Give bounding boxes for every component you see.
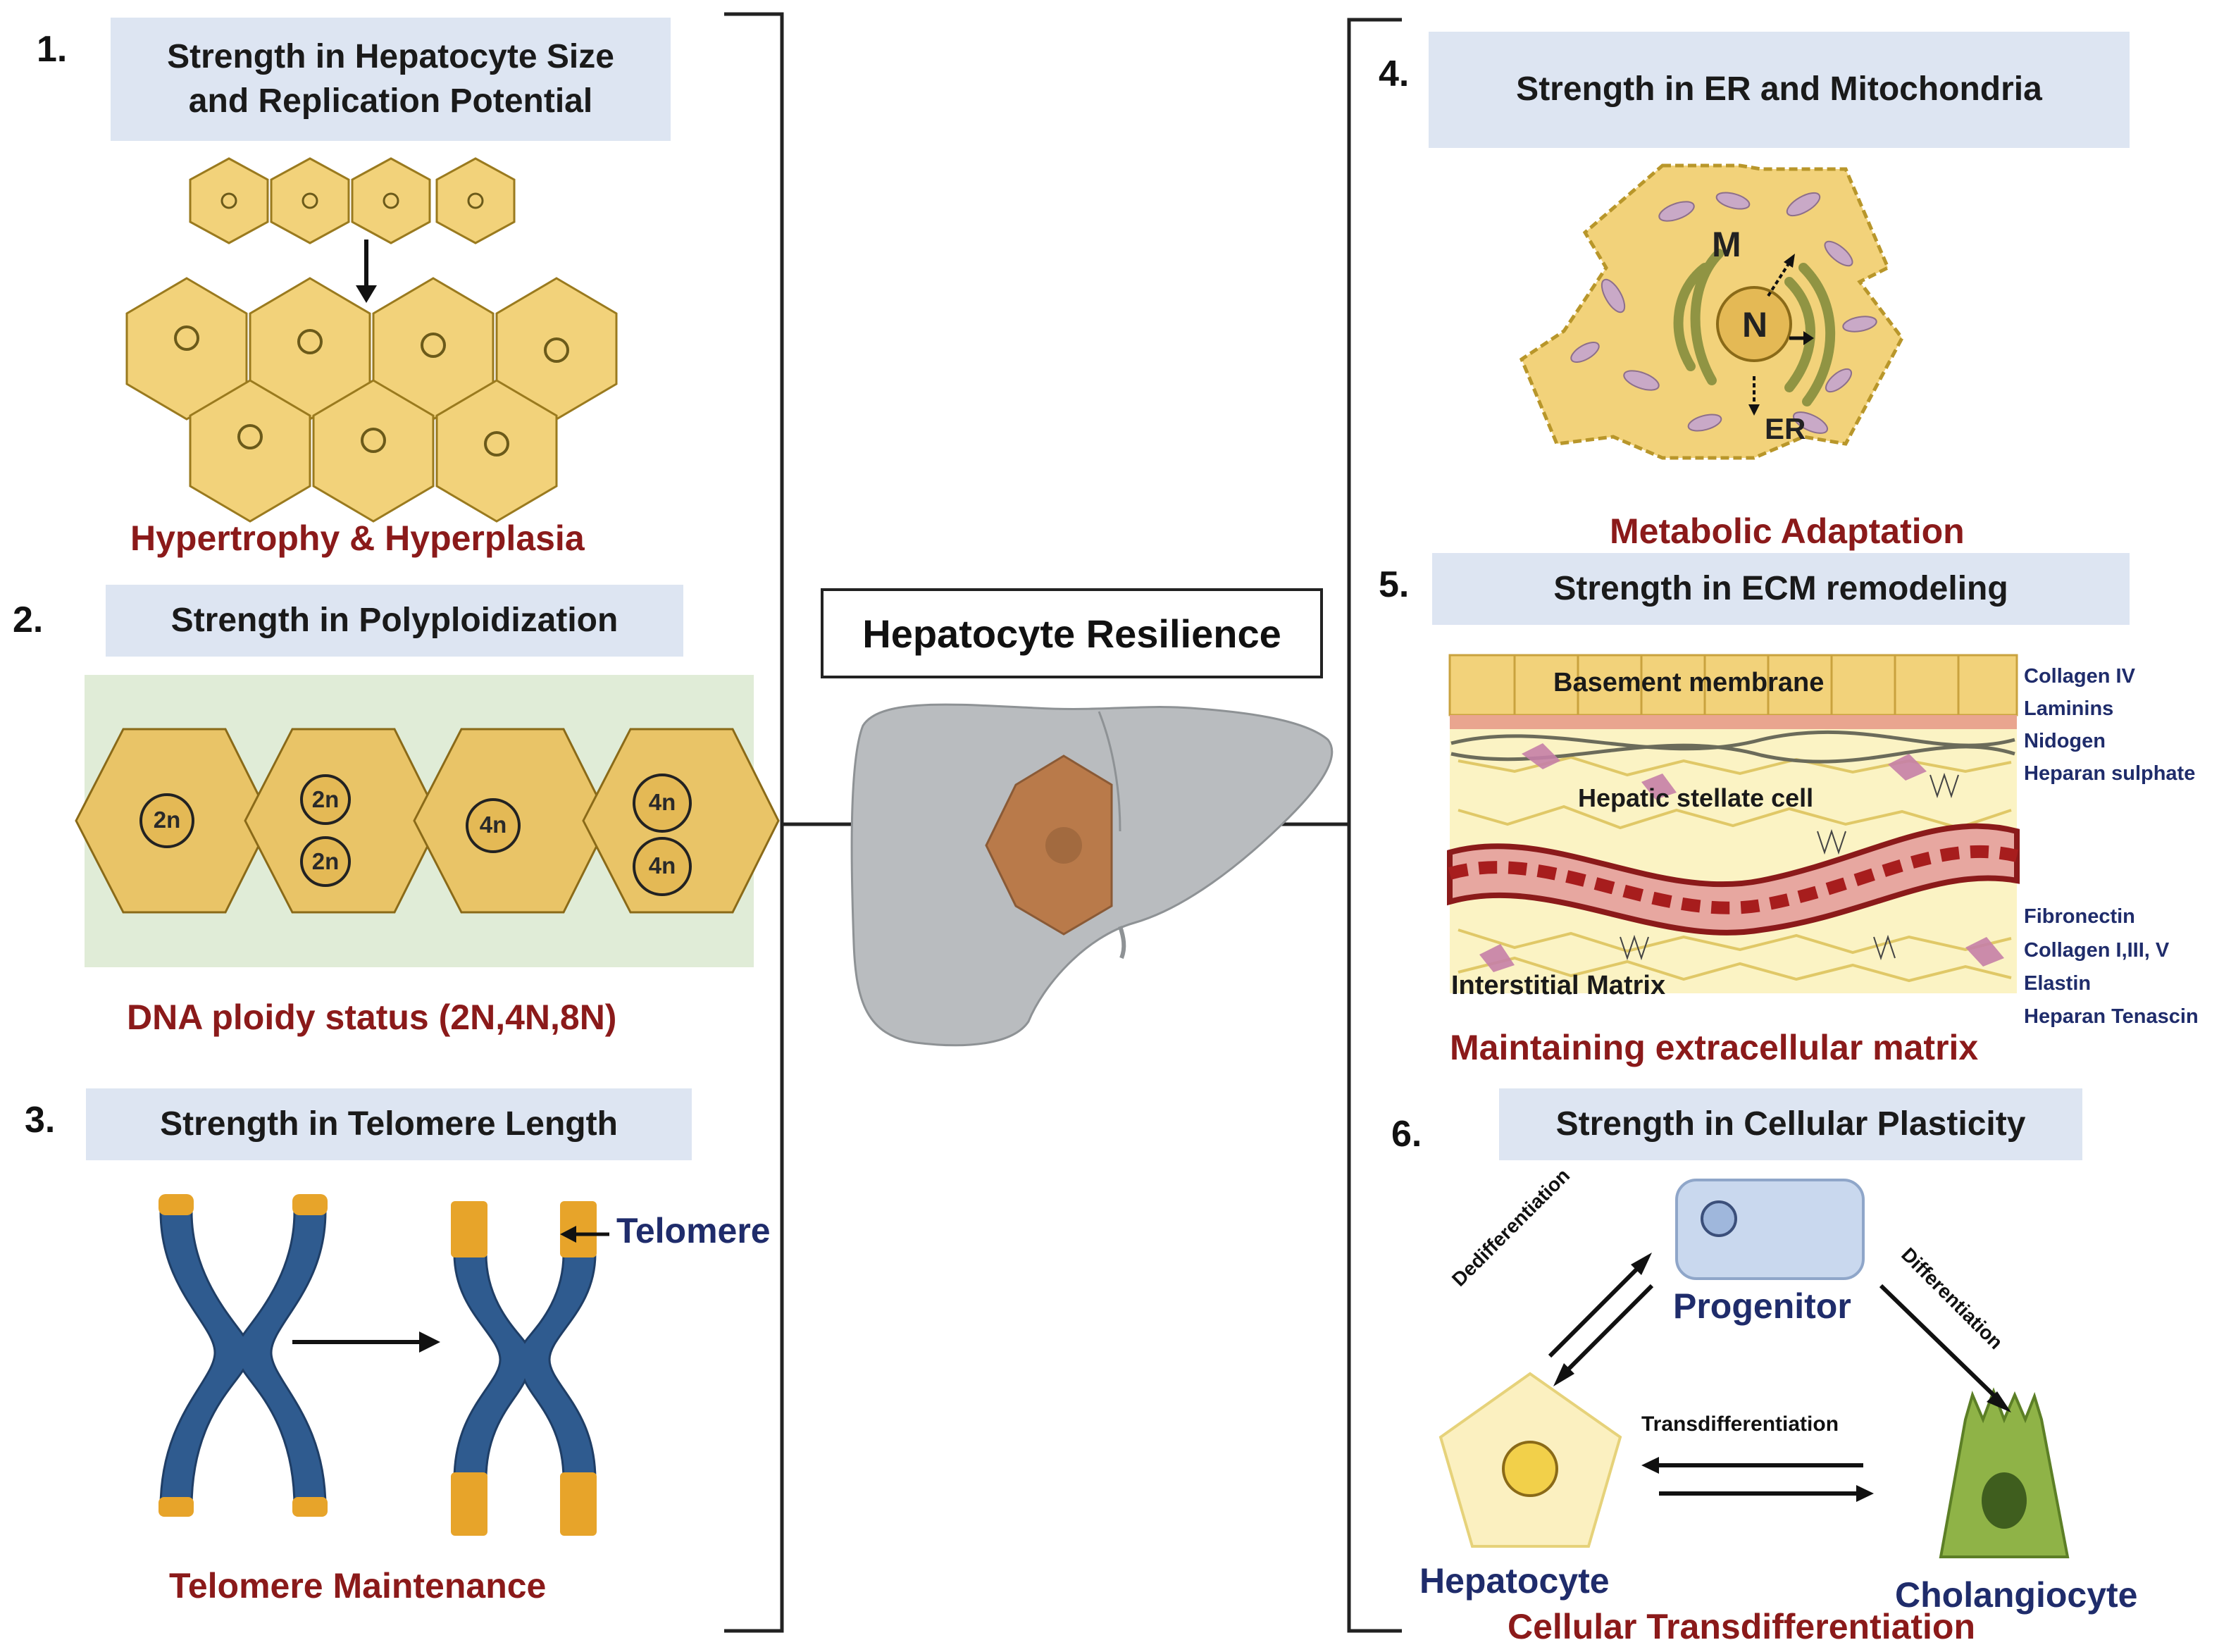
cholangiocyte-label: Cholangiocyte [1895, 1575, 2138, 1615]
ecm-component: Nidogen [2024, 730, 2106, 752]
ecm-component: Laminins [2024, 697, 2114, 720]
panel-2-number: 2. [13, 600, 44, 640]
metabolic-cell [1519, 163, 1904, 460]
panel-5-caption: Maintaining extracellular matrix [1450, 1028, 1979, 1067]
hepatocyte-label: Hepatocyte [1419, 1561, 1610, 1601]
basement-membrane-band [1448, 654, 2018, 716]
panel-6-number: 6. [1391, 1114, 1422, 1155]
panel-1-number: 1. [37, 29, 68, 70]
er-label: ER [1765, 412, 1806, 445]
ploidy-label: 4n [648, 789, 676, 815]
panel-4-number: 4. [1379, 54, 1410, 94]
panel-5-number: 5. [1379, 564, 1410, 605]
panel-3-number: 3. [25, 1100, 56, 1141]
nucleus [1716, 286, 1792, 362]
ecm-component: Collagen IV [2024, 665, 2135, 688]
ecm-component: Elastin [2024, 972, 2092, 995]
stellate-cell-label: Hepatic stellate cell [1578, 783, 1814, 812]
ploidy-label: 2n [153, 807, 181, 833]
panel-4-title: Strength in ER and Mitochondria [1429, 32, 2130, 148]
panel-1-caption: Hypertrophy & Hyperplasia [130, 518, 585, 558]
transdifferentiation-label: Transdifferentiation [1641, 1412, 1839, 1436]
chromosome-long-telomere [451, 1201, 597, 1536]
ploidy-label: 2n [311, 786, 340, 812]
interstitial-matrix-label: Interstitial Matrix [1451, 971, 1666, 1000]
ecm-component: Fibronectin [2024, 905, 2135, 928]
ploidy-label: 4n [479, 812, 507, 838]
panel-3-title: Strength in Telomere Length [86, 1088, 692, 1160]
panel-2-title: Strength in Polyploidization [106, 585, 683, 657]
panel-1-title: Strength in Hepatocyte Size and Replicat… [111, 18, 671, 141]
ecm-component: Heparan sulphate [2024, 762, 2196, 785]
ploidy-label: 2n [311, 848, 340, 874]
basement-membrane-label: Basement membrane [1553, 668, 1825, 697]
panel-6-caption: Cellular Transdifferentiation [1508, 1607, 1976, 1646]
ecm-component: Heparan Tenascin [2024, 1005, 2199, 1028]
center-title: Hepatocyte Resilience [862, 611, 1281, 656]
ecm-component: Collagen I,III, V [2024, 939, 2170, 962]
nucleus-label: N [1742, 305, 1768, 344]
panel-5-title: Strength in ECM remodeling [1432, 553, 2130, 625]
telomere-label: Telomere [616, 1211, 771, 1250]
panel-4-caption: Metabolic Adaptation [1610, 511, 1965, 551]
chromosome-short-telomere [159, 1194, 328, 1517]
panel-2-caption: DNA ploidy status (2N,4N,8N) [127, 998, 617, 1037]
panel-6-title: Strength in Cellular Plasticity [1499, 1088, 2082, 1160]
panel-1-title-line2: and Replication Potential [188, 82, 593, 120]
panel-1-title-line1: Strength in Hepatocyte Size [167, 38, 614, 76]
mitochondria-label: M [1712, 225, 1741, 264]
ploidy-label: 4n [648, 852, 676, 878]
panel-3-caption: Telomere Maintenance [169, 1566, 547, 1606]
center-title-box: Hepatocyte Resilience [821, 588, 1323, 678]
progenitor-label: Progenitor [1673, 1286, 1851, 1326]
cholangiocyte-cell [1939, 1387, 2070, 1558]
